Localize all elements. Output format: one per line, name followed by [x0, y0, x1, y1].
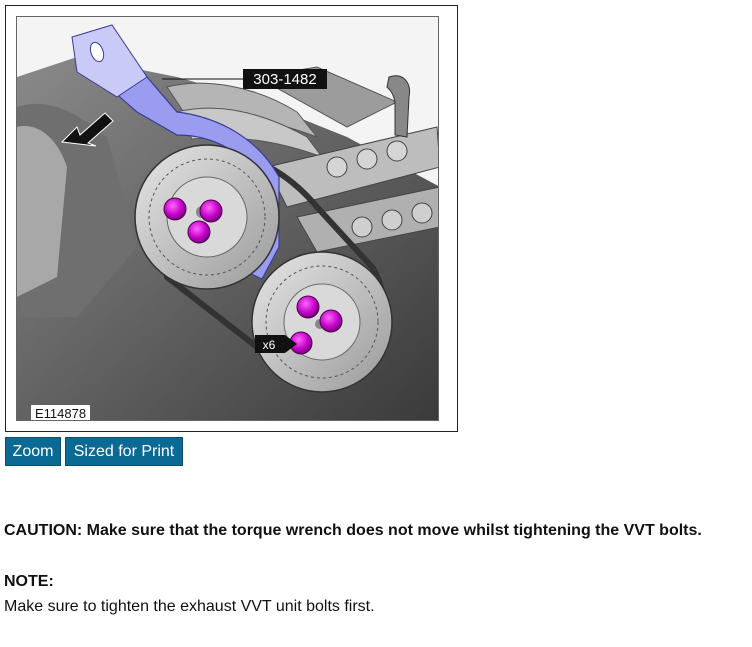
direction-arrow: [60, 112, 114, 147]
figure-id-label: E114878: [31, 405, 91, 420]
zoom-button[interactable]: Zoom: [5, 437, 61, 466]
note-heading: NOTE:: [4, 573, 54, 590]
sized-for-print-button[interactable]: Sized for Print: [65, 437, 183, 466]
engine-illustration: 303-1482 x6 E114878: [16, 16, 439, 421]
vvt-bolts: [163, 197, 343, 355]
figure-frame: 303-1482 x6 E114878: [5, 5, 458, 432]
quantity-callout: x6: [263, 338, 276, 352]
lifting-eye: [386, 75, 411, 138]
engine-drawing: 303-1482 x6: [17, 17, 438, 420]
camshaft-locking-tool: [71, 24, 280, 280]
caution-text: CAUTION: Make sure that the torque wrenc…: [4, 522, 702, 539]
tool-callout: 303-1482: [253, 71, 316, 88]
camshafts: [266, 126, 438, 253]
note-text: Make sure to tighten the exhaust VVT uni…: [4, 598, 375, 615]
